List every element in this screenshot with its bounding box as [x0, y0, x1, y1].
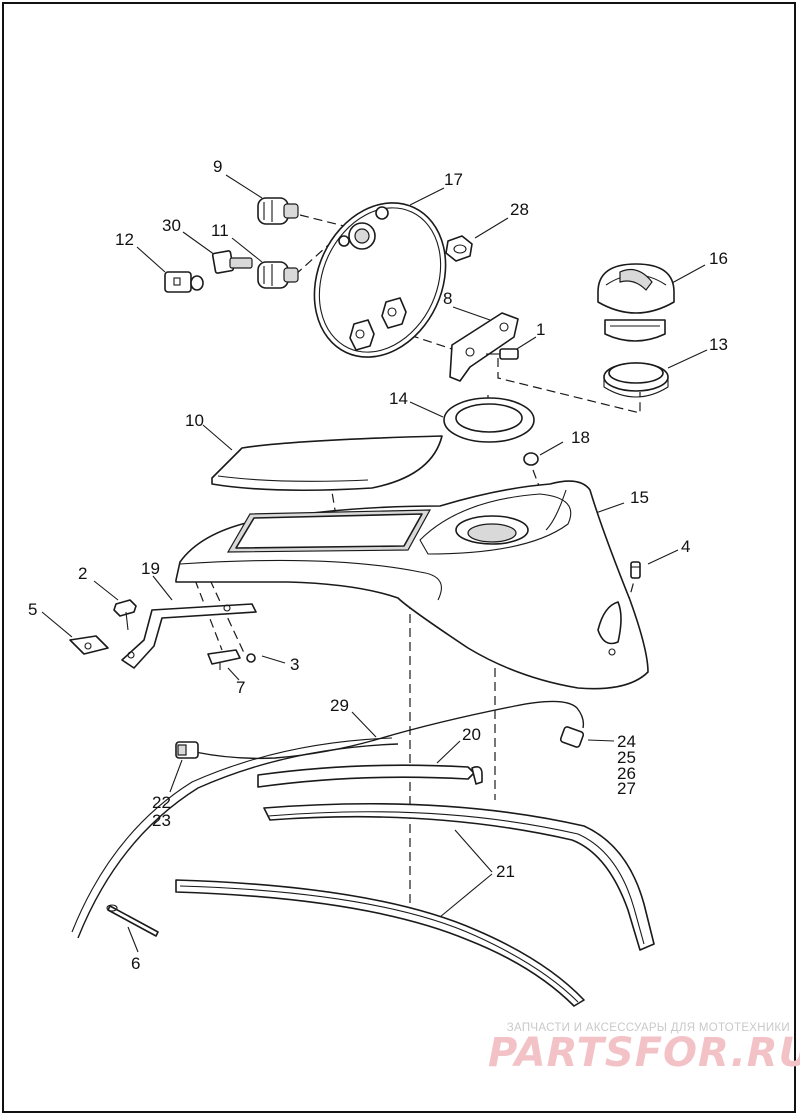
- callout-20: 20: [462, 725, 481, 744]
- callout-22: 22: [152, 793, 171, 812]
- callout-30: 30: [162, 216, 181, 235]
- callout-7: 7: [236, 678, 245, 697]
- console-15: [175, 480, 649, 690]
- leader-lines: [41, 174, 708, 953]
- callout-9: 9: [213, 157, 222, 176]
- switch-9: [257, 197, 299, 225]
- callout-23: 23: [152, 811, 171, 830]
- callout-27: 27: [617, 779, 636, 798]
- callout-14: 14: [389, 389, 408, 408]
- callout-19: 19: [141, 559, 160, 578]
- callout-15: 15: [630, 488, 649, 507]
- callout-17: 17: [444, 170, 463, 189]
- callout-21: 21: [496, 862, 515, 881]
- callout-10: 10: [185, 411, 204, 430]
- fuel-cap-16: [597, 263, 675, 342]
- key-30: [211, 250, 253, 274]
- callout-16: 16: [709, 249, 728, 268]
- callout-18: 18: [571, 428, 590, 447]
- trim-strip-21-upper: [263, 802, 655, 951]
- watermark-tagline: ЗАПЧАСТИ И АКСЕССУАРЫ ДЛЯ МОТОТЕХНИКИ: [506, 1022, 790, 1034]
- callout-26: 26: [617, 764, 636, 783]
- harness-29: [175, 700, 585, 760]
- key-12: [164, 271, 204, 293]
- trim-strip-21-lower: [175, 879, 585, 1007]
- pad-10: [211, 435, 443, 492]
- bracket-19: [121, 603, 257, 669]
- callout-3: 3: [290, 655, 299, 674]
- callout-6: 6: [131, 954, 140, 973]
- cover-plate-17: [313, 202, 447, 358]
- switch-11: [257, 261, 299, 289]
- callout-2: 2: [78, 564, 87, 583]
- cable-tie-6: [106, 904, 159, 937]
- plug-18: [523, 452, 539, 466]
- callout-8: 8: [443, 289, 452, 308]
- callout-13: 13: [709, 335, 728, 354]
- screw-4: [630, 561, 641, 579]
- callout-1: 1: [536, 320, 545, 339]
- screw-1: [486, 348, 519, 360]
- callout-25: 25: [617, 748, 636, 767]
- callout-29: 29: [330, 696, 349, 715]
- callout-12: 12: [115, 230, 134, 249]
- watermark-logo: PARTSFOR.RU: [488, 1030, 800, 1076]
- bolt-2: [113, 599, 137, 631]
- callout-24: 24: [617, 732, 636, 751]
- seal-13: [603, 362, 669, 398]
- callout-28: 28: [510, 200, 529, 219]
- callout-labels: 9 17 28 30 11 12 16 8 1 13 14 10 18 15 4…: [28, 157, 728, 973]
- callout-11: 11: [211, 221, 229, 240]
- callout-4: 4: [681, 537, 690, 556]
- gasket-14: [443, 397, 535, 443]
- bracket-8: [449, 312, 519, 382]
- screw-3: [246, 653, 256, 663]
- hose-20: [257, 764, 483, 788]
- cable: [71, 737, 399, 939]
- nut-5: [69, 635, 109, 655]
- nut-28: [445, 235, 473, 262]
- clip-7: [207, 649, 241, 670]
- callout-5: 5: [28, 600, 37, 619]
